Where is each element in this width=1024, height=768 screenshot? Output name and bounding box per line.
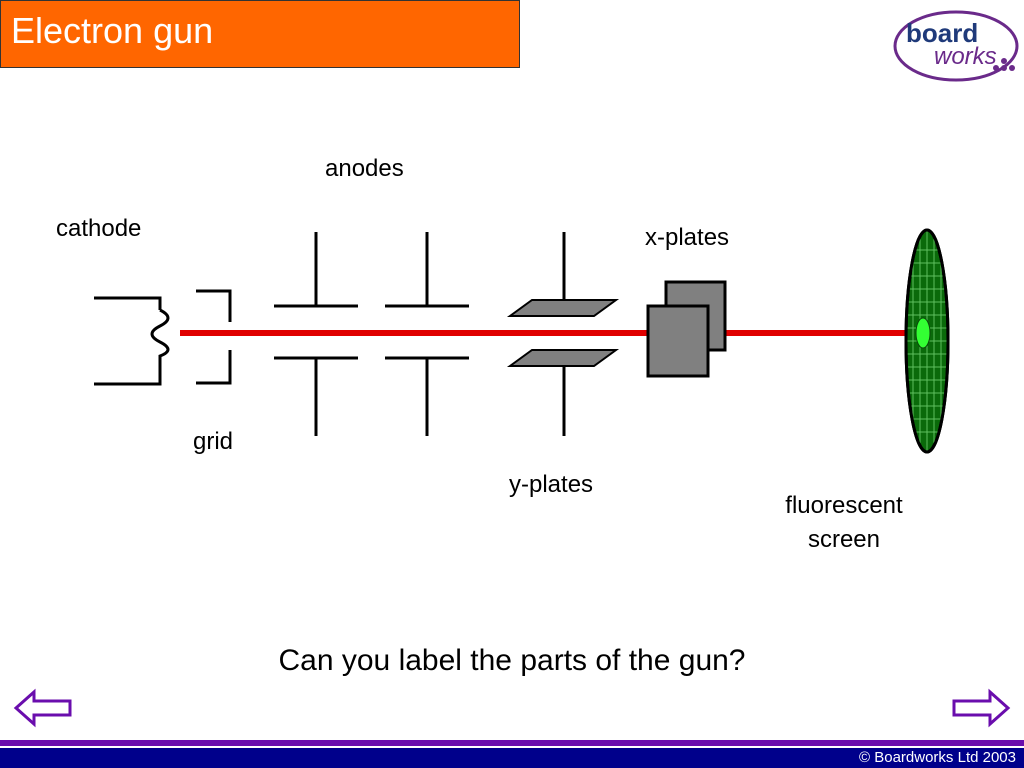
- fluorescent-screen: [904, 228, 950, 454]
- copyright-text: © Boardworks Ltd 2003: [859, 749, 1016, 766]
- y-plates: [506, 232, 620, 436]
- slide-title: Electron gun: [11, 10, 214, 51]
- label-screen-line1: fluorescent: [785, 492, 903, 519]
- label-x-plates: x-plates: [645, 224, 730, 251]
- footer-divider: [0, 740, 1024, 746]
- boardworks-logo: board works: [893, 10, 1019, 82]
- forward-button[interactable]: [948, 688, 1012, 728]
- label-anodes: anodes: [325, 155, 404, 182]
- label-grid: grid: [193, 428, 234, 455]
- right-arrow-icon: [952, 688, 1011, 728]
- question-text: Can you label the parts of the gun?: [278, 644, 746, 677]
- title-bar: Electron gun: [0, 0, 520, 68]
- anode-2: [385, 232, 469, 436]
- back-button[interactable]: [12, 688, 76, 728]
- footer-bar: © Boardworks Ltd 2003: [0, 748, 1024, 768]
- anode-1: [274, 232, 358, 436]
- fluorescent-spot: [915, 317, 931, 349]
- left-arrow-icon: [13, 688, 72, 728]
- cathode: [94, 296, 170, 386]
- grid: [196, 289, 232, 385]
- label-cathode: cathode: [56, 215, 142, 242]
- x-plates: [646, 280, 727, 378]
- label-screen-line2: screen: [807, 526, 881, 553]
- logo-text-works: works: [934, 43, 997, 70]
- label-y-plates: y-plates: [509, 471, 594, 498]
- logo-text-board: board: [906, 18, 978, 48]
- label-fluorescent-screen: fluorescent screen: [764, 489, 924, 557]
